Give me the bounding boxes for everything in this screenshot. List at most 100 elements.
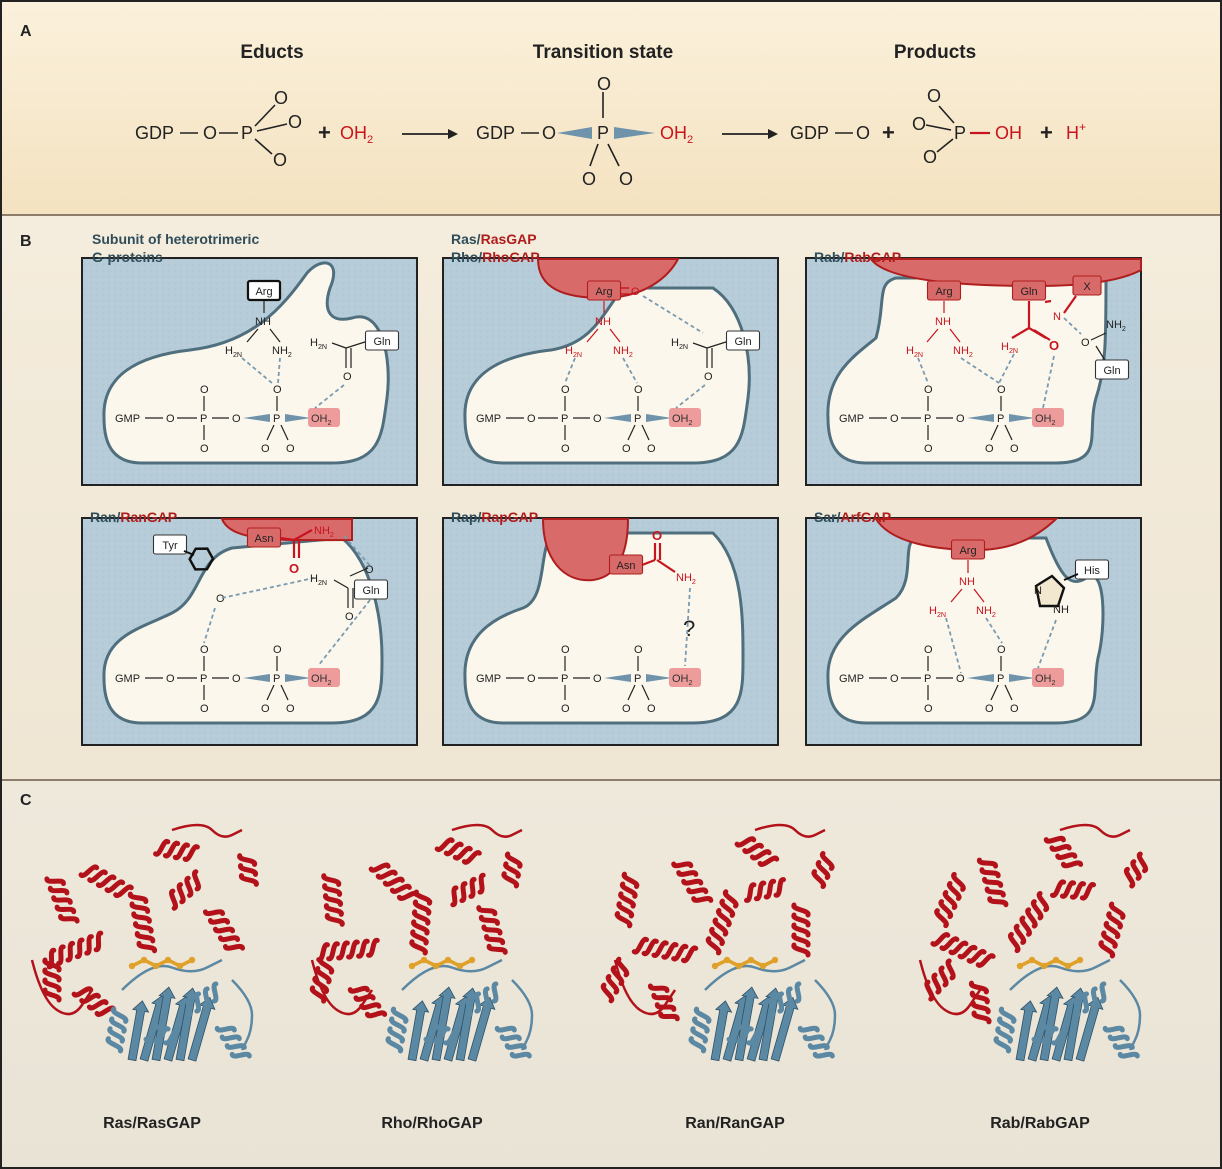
- oxygen-label: O: [200, 384, 209, 396]
- phosphorus-label: P: [997, 673, 1004, 685]
- ligand-atom: [1077, 957, 1083, 963]
- ligand-atom: [1029, 957, 1035, 963]
- oxygen-label: O: [924, 703, 933, 715]
- oxygen-label: O: [997, 644, 1006, 656]
- oxygen-label: O: [631, 286, 640, 298]
- gdp-label: GDP: [476, 123, 515, 143]
- oxygen-label: O: [593, 673, 602, 685]
- box-title: Ran/RanGAP: [90, 509, 177, 525]
- oxygen-label: O: [561, 703, 570, 715]
- gmp-label: GMP: [115, 413, 140, 425]
- ligand-atom: [177, 963, 183, 969]
- oxygen-label: O: [542, 123, 556, 143]
- phosphorus-label: P: [241, 123, 253, 143]
- oxygen-label: O: [924, 384, 933, 396]
- ligand-atom: [736, 963, 742, 969]
- box-title-part: G-proteins: [92, 249, 163, 265]
- plus-sign: +: [318, 120, 331, 145]
- oxygen-label: O: [561, 443, 570, 455]
- oxygen-label: O: [622, 703, 631, 715]
- residue-label: Gln: [373, 336, 390, 348]
- formula-subscript: 2N: [937, 611, 946, 619]
- box-title-part: Ras/: [451, 231, 481, 247]
- phosphorus-label: P: [561, 673, 568, 685]
- oxygen-label: O: [274, 88, 288, 108]
- formula-subscript: 2N: [318, 343, 327, 351]
- oxygen-label: O: [582, 169, 596, 189]
- oxygen-label: O: [924, 443, 933, 455]
- gmp-label: GMP: [115, 673, 140, 685]
- oxygen-label: O: [593, 413, 602, 425]
- nh-label: NH: [1053, 604, 1069, 616]
- oxygen-label: O: [273, 644, 282, 656]
- formula-subscript: 2: [1122, 325, 1126, 333]
- gmp-label: GMP: [839, 413, 864, 425]
- oxygen-label: O: [597, 74, 611, 94]
- formula-base: H: [310, 573, 318, 585]
- box-title: Sar/ArfGAP: [814, 509, 891, 525]
- box-title-part: RabGAP: [844, 249, 901, 265]
- phosphorus-label: P: [954, 123, 966, 143]
- oxygen-label: O: [365, 564, 374, 576]
- residue-label: Gln: [362, 585, 379, 597]
- oxygen-label: O: [261, 703, 270, 715]
- oxygen-label: O: [1010, 703, 1019, 715]
- residue-label: Gln: [1103, 365, 1120, 377]
- oxygen-label: O: [166, 413, 175, 425]
- panel-c-letter: C: [20, 792, 32, 809]
- oxygen-label: O: [200, 644, 209, 656]
- residue-label: Arg: [935, 286, 952, 298]
- residue-label: Arg: [255, 286, 272, 298]
- oxygen-label: O: [956, 413, 965, 425]
- ligand-atom: [772, 957, 778, 963]
- formula-base: H: [225, 345, 233, 357]
- box-title-part: Rab/: [814, 249, 844, 265]
- ligand-atom: [1053, 957, 1059, 963]
- ligand-atom: [712, 963, 718, 969]
- formula-subscript: 2: [689, 419, 693, 427]
- gmp-label: GMP: [839, 673, 864, 685]
- oxygen-label: O: [985, 443, 994, 455]
- oxygen-label: O: [561, 384, 570, 396]
- oxygen-label: O: [927, 86, 941, 106]
- formula-subscript: 2: [689, 679, 693, 687]
- oxygen-label: O: [273, 384, 282, 396]
- formula-base: NH: [953, 345, 969, 357]
- formula-subscript: 2N: [679, 343, 688, 351]
- nh-label: NH: [255, 316, 271, 328]
- oxygen-label: O: [912, 114, 926, 134]
- panel-a-letter: A: [20, 23, 32, 40]
- ligand-atom: [1041, 963, 1047, 969]
- oxygen-label: O: [200, 443, 209, 455]
- formula-base: H: [1001, 341, 1009, 353]
- formula-base: OH: [1035, 673, 1052, 685]
- panel-b: B: [20, 233, 32, 250]
- box-title-part: Rho/: [451, 249, 482, 265]
- ligand-atom: [153, 963, 159, 969]
- formula-base: NH: [314, 525, 330, 537]
- nitrogen-label: N: [1053, 311, 1061, 323]
- oxygen-label: O: [216, 593, 225, 605]
- oxygen-label: O: [286, 703, 295, 715]
- ligand-atom: [748, 957, 754, 963]
- water-text: OH: [660, 123, 687, 143]
- residue-label: Gln: [1020, 286, 1037, 298]
- residue-label: Asn: [617, 560, 636, 572]
- oxygen-label: O: [527, 673, 536, 685]
- oxygen-label: O: [232, 413, 241, 425]
- box-title: Rab/RabGAP: [814, 249, 901, 265]
- oxygen-label: O: [273, 150, 287, 170]
- oxygen-label: O: [704, 371, 713, 383]
- plus-sign: +: [1040, 120, 1053, 145]
- formula-subscript: 2: [328, 679, 332, 687]
- oxygen-label: O: [956, 673, 965, 685]
- formula-base: NH: [676, 572, 692, 584]
- box-rap: Rap/RapGAPGMPOPOOOPOOOOH2AsnONH2?: [443, 509, 778, 745]
- bond-line: [1045, 301, 1051, 302]
- phosphorus-label: P: [273, 413, 280, 425]
- formula-subscript: 2: [629, 351, 633, 359]
- formula-base: OH: [311, 413, 328, 425]
- water-text: OH: [340, 123, 367, 143]
- box-g-protein: Subunit of heterotrimericG-proteinsGMPOP…: [82, 231, 417, 485]
